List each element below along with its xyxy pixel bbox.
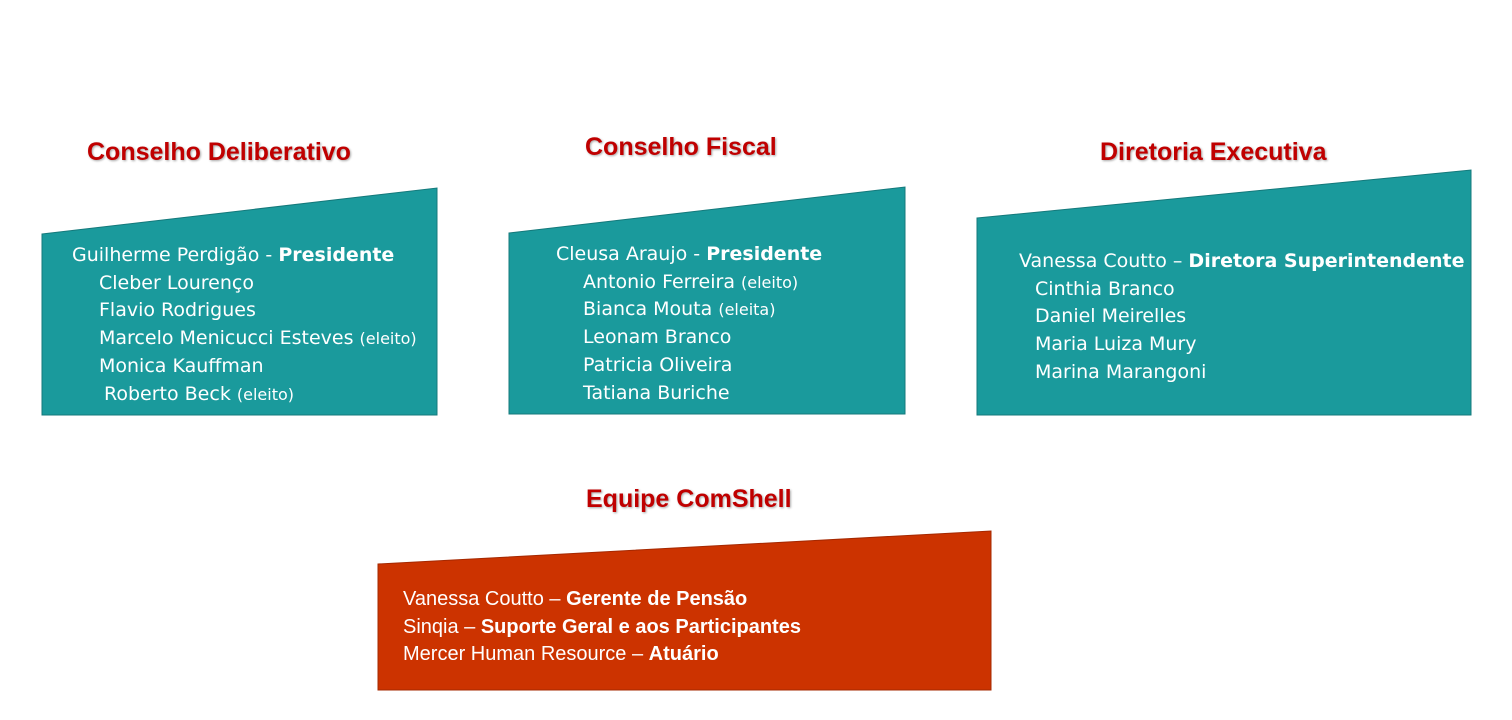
member-line: Monica Kauffman (99, 354, 264, 377)
member-line: Antonio Ferreira (eleito) (583, 270, 799, 293)
member-line: Roberto Beck (eleito) (104, 382, 294, 405)
team-line: Sinqia – Suporte Geral e aos Participant… (403, 615, 801, 638)
member-line: Cinthia Branco (1035, 277, 1175, 300)
member-line: Leonam Branco (583, 326, 732, 349)
member-line: Maria Luiza Mury (1035, 333, 1197, 356)
equipe-comshell-box (377, 530, 992, 691)
conselho-deliberativo-list: Guilherme Perdigão - Presidente Cleber L… (72, 242, 417, 408)
member-line: Marina Marangoni (1035, 360, 1207, 383)
member-line: Patricia Oliveira (583, 353, 733, 376)
member-line: Daniel Meirelles (1035, 305, 1187, 328)
equipe-comshell-list: Vanessa Coutto – Gerente de Pensão Sinqi… (403, 586, 801, 669)
diretoria-executiva-box (976, 169, 1472, 416)
member-line: Bianca Mouta (eleita) (583, 298, 776, 321)
conselho-fiscal-box (508, 186, 906, 415)
conselho-fiscal-title: Conselho Fiscal (585, 133, 777, 161)
member-line: Cleber Lourenço (99, 271, 254, 294)
member-line: Marcelo Menicucci Esteves (eleito) (99, 327, 417, 350)
director-line: Vanessa Coutto – Diretora Superintendent… (1019, 250, 1465, 272)
member-line: Flavio Rodrigues (99, 299, 256, 322)
conselho-deliberativo-title: Conselho Deliberativo (87, 138, 351, 166)
conselho-fiscal-list: Cleusa Araujo - Presidente Antonio Ferre… (556, 241, 822, 407)
diretoria-executiva-list: Vanessa Coutto – Diretora Superintendent… (1019, 248, 1465, 387)
diretoria-executiva-title: Diretoria Executiva (1100, 138, 1327, 166)
team-line: Vanessa Coutto – Gerente de Pensão (403, 588, 748, 610)
president-line: Guilherme Perdigão - Presidente (72, 244, 395, 266)
president-line: Cleusa Araujo - Presidente (556, 243, 823, 265)
member-line: Tatiana Buriche (583, 381, 730, 404)
conselho-deliberativo-box (41, 187, 438, 416)
team-line: Mercer Human Resource – Atuário (403, 643, 719, 665)
equipe-comshell-title: Equipe ComShell (586, 485, 792, 513)
